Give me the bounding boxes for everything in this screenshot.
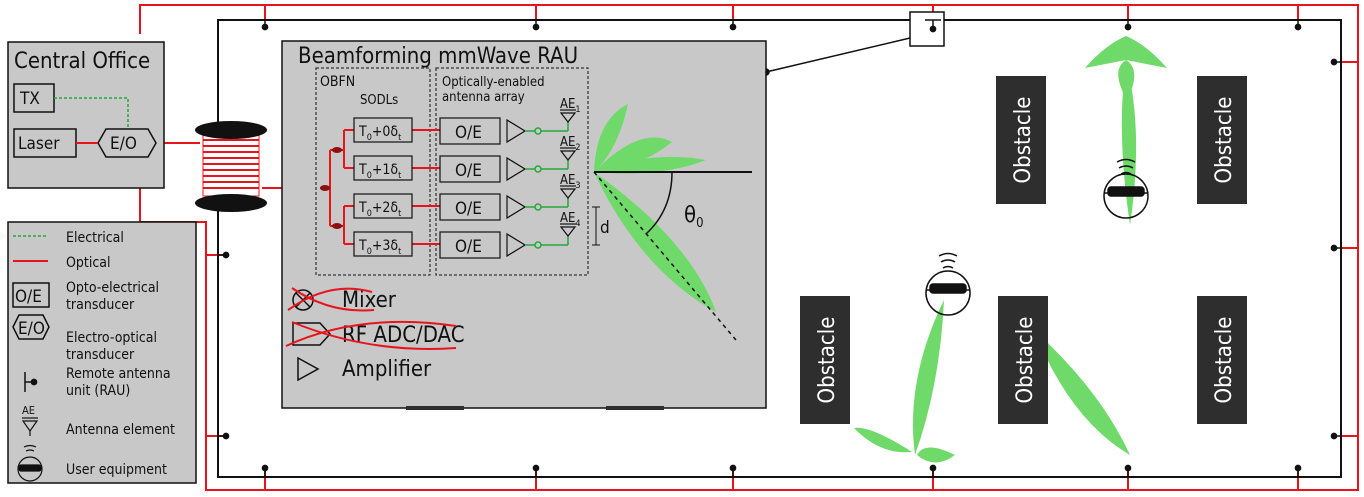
- tx-label: TX: [19, 89, 40, 109]
- legend-item-eo: E/O Electro-optical transducer: [12, 314, 157, 363]
- rau-icon: [24, 372, 38, 392]
- svg-text:AE: AE: [22, 404, 35, 417]
- amplifier-label: Amplifier: [342, 357, 432, 382]
- rau-beam-pattern: [594, 104, 716, 312]
- legend-item-oe: O/E Opto-electrical transducer: [12, 280, 159, 313]
- oe-box-icon: [12, 282, 50, 308]
- obfn-label: OBFN: [320, 74, 355, 90]
- svg-text:Antenna element: Antenna element: [66, 422, 175, 438]
- ae-label-2: AE2: [560, 135, 581, 153]
- obstacles: Obstacle Obstacle Obstacle Obstacle Obst…: [800, 76, 1247, 424]
- adc-dac-icon: [292, 322, 332, 346]
- svg-text:O/E: O/E: [455, 123, 482, 143]
- obstacle: Obstacle: [1197, 76, 1247, 204]
- laser-label: Laser: [18, 134, 60, 154]
- antenna-element: [559, 109, 577, 237]
- laser-box: [13, 128, 77, 158]
- ae-label-3: AE3: [560, 173, 581, 191]
- highlighted-rau: [762, 11, 945, 76]
- svg-text:unit (RAU): unit (RAU): [66, 383, 130, 399]
- eo-hexagon: [97, 128, 157, 158]
- delay-line: [353, 117, 413, 257]
- svg-text:Obstacle: Obstacle: [1212, 317, 1237, 404]
- legend-item-ue: User equipment: [17, 444, 167, 482]
- svg-text:Obstacle: Obstacle: [1011, 97, 1036, 184]
- delay-label-2: T0+2δt: [358, 200, 401, 219]
- svg-text:Electro-optical: Electro-optical: [66, 330, 157, 346]
- svg-text:transducer: transducer: [66, 347, 135, 363]
- central-office: Central Office TX Laser E/O: [7, 41, 165, 189]
- svg-text:Electrical: Electrical: [66, 230, 124, 246]
- svg-text:Obstacle: Obstacle: [1013, 317, 1038, 404]
- obstacle: Obstacle: [996, 76, 1046, 204]
- legend: Electrical Optical O/E Opto-electrical t…: [7, 221, 197, 484]
- eo-hexagon-icon: [12, 314, 50, 340]
- fiber-spool-icon: [195, 121, 267, 212]
- delay-label-3: T0+3δt: [358, 238, 401, 257]
- mixer-strikethrough: [287, 287, 373, 311]
- obstacle: Obstacle: [998, 296, 1048, 424]
- obstacle: Obstacle: [1197, 296, 1247, 424]
- obfn-box: [315, 67, 431, 276]
- amplifier-icon: [297, 356, 320, 382]
- antenna-element-icon: [21, 417, 39, 436]
- angle-label: θ0: [684, 203, 704, 231]
- adc-strikethrough: [285, 320, 457, 347]
- rau-markers: [217, 19, 1342, 478]
- legend-item-electrical: Electrical: [13, 230, 124, 246]
- svg-text:E/O: E/O: [18, 319, 45, 339]
- svg-text:transducer: transducer: [66, 297, 135, 313]
- legend-item-rau: Remote antenna unit (RAU): [24, 366, 171, 399]
- ae-label-4: AE4: [560, 211, 581, 229]
- svg-text:Obstacle: Obstacle: [1212, 97, 1237, 184]
- svg-text:O/E: O/E: [455, 161, 482, 181]
- obstacle: Obstacle: [800, 296, 850, 424]
- svg-text:O/E: O/E: [455, 237, 482, 257]
- svg-text:O/E: O/E: [455, 199, 482, 219]
- svg-text:Remote antenna: Remote antenna: [66, 366, 171, 382]
- delay-label-1: T0+1δt: [358, 162, 401, 181]
- oe-converter: [439, 117, 501, 259]
- antenna-array-box: [435, 67, 589, 276]
- spacing-label: d: [600, 218, 610, 238]
- user-equipment: [1103, 158, 1149, 219]
- svg-text:O/E: O/E: [15, 287, 42, 307]
- svg-text:Optical: Optical: [66, 255, 111, 271]
- legend-item-antenna: AE Antenna element: [21, 404, 175, 438]
- array-label-1: Optically-enabled: [442, 75, 545, 90]
- user-equipment-icon: [17, 444, 43, 482]
- svg-text:Obstacle: Obstacle: [815, 317, 840, 404]
- svg-text:Opto-electrical: Opto-electrical: [66, 280, 159, 296]
- delay-label-0: T0+0δt: [358, 124, 401, 143]
- ae-label-1: AE1: [560, 97, 581, 115]
- room-beams: [854, 36, 1167, 463]
- user-equipment: [925, 252, 971, 316]
- array-label-2: antenna array: [442, 90, 525, 105]
- spacing-marker: [592, 206, 600, 246]
- legend-item-optical: Optical: [13, 255, 111, 271]
- eo-label: E/O: [110, 134, 137, 154]
- svg-text:User equipment: User equipment: [66, 462, 167, 478]
- sodls-label: SODLs: [360, 93, 398, 108]
- amplifier-row: [506, 118, 527, 258]
- angle-arc: [645, 171, 673, 235]
- adc-label: RF ADC/DAC: [342, 323, 465, 348]
- rau-title: Beamforming mmWave RAU: [298, 44, 578, 69]
- central-office-title: Central Office: [14, 49, 150, 74]
- rau-detail-panel: Beamforming mmWave RAU OBFN SODLs Optica…: [281, 40, 767, 410]
